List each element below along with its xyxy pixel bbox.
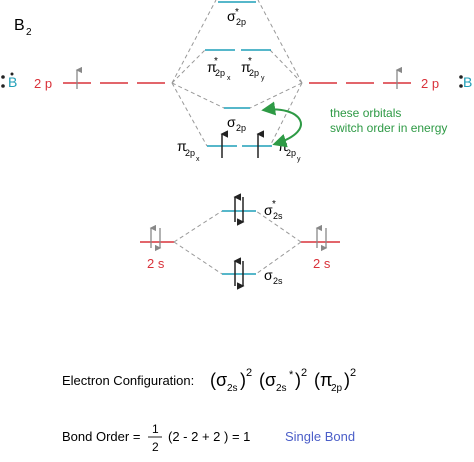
svg-text:2p: 2p: [249, 68, 259, 78]
title-subscript: 2: [26, 27, 32, 38]
electron-config-label: Electron Configuration:: [62, 373, 194, 388]
svg-text:): ): [295, 370, 301, 390]
svg-text:σ: σ: [227, 114, 236, 130]
svg-text:2p: 2p: [236, 17, 246, 27]
label-pi-2p-star-y: π * 2p y: [241, 56, 265, 82]
left-atom: B: [1, 72, 17, 90]
svg-text:2s: 2s: [273, 211, 283, 221]
svg-text:σ: σ: [264, 267, 273, 283]
svg-text:2p: 2p: [236, 123, 246, 133]
svg-text:2p: 2p: [331, 383, 343, 394]
annotation-line1: these orbitals: [330, 106, 401, 120]
svg-text:π: π: [207, 59, 217, 75]
svg-text:σ: σ: [265, 370, 276, 390]
svg-text:π: π: [241, 59, 251, 75]
svg-text:y: y: [261, 75, 265, 82]
switch-order-arrow: [261, 101, 302, 148]
bond-order-expression: (2 - 2 + 2 ) = 1: [168, 429, 250, 444]
svg-text:x: x: [227, 75, 231, 82]
svg-text:π: π: [177, 138, 187, 154]
bond-order: Bond Order = 1 2 (2 - 2 + 2 ) = 1 Single…: [62, 422, 355, 454]
svg-text:2s: 2s: [273, 276, 283, 286]
svg-text:(: (: [259, 370, 265, 390]
svg-text:): ): [240, 370, 246, 390]
svg-text:*: *: [272, 199, 276, 210]
annotation-line2: switch order in energy: [330, 121, 447, 135]
bond-order-denominator: 2: [152, 440, 159, 454]
svg-text:2: 2: [246, 367, 252, 379]
svg-text:): ): [344, 370, 350, 390]
label-sigma-2p: σ 2p: [227, 114, 246, 133]
svg-text:x: x: [196, 156, 200, 163]
correlation-lines-2s: [173, 210, 302, 275]
svg-text:2p: 2p: [286, 148, 296, 158]
right-atom: B: [459, 74, 472, 90]
bond-order-label: Bond Order =: [62, 429, 140, 444]
label-pi-2p-x: π 2p x: [177, 138, 200, 163]
right-atom-symbol: B: [463, 74, 472, 90]
svg-text:2s: 2s: [276, 383, 287, 394]
svg-text:*: *: [289, 369, 294, 381]
svg-text:2: 2: [301, 367, 307, 379]
bond-order-result: Single Bond: [285, 429, 355, 444]
label-2s-left: 2 s: [147, 256, 165, 271]
svg-text:σ: σ: [227, 8, 236, 24]
svg-text:2: 2: [350, 367, 356, 379]
label-pi-2p-star-x: π * 2p x: [207, 56, 231, 82]
svg-text:2p: 2p: [185, 148, 195, 158]
label-2s-right: 2 s: [313, 256, 331, 271]
title-b: B: [14, 17, 25, 34]
label-2p-right: 2 p: [421, 76, 439, 91]
svg-text:σ: σ: [216, 370, 227, 390]
svg-text:*: *: [235, 7, 239, 18]
label-sigma-2s: σ 2s: [264, 267, 283, 286]
label-sigma-2p-star: σ * 2p: [227, 7, 246, 27]
svg-text:2s: 2s: [227, 383, 238, 394]
svg-text:*: *: [248, 56, 252, 67]
left-atom-symbol: B: [8, 74, 17, 90]
svg-text:2p: 2p: [215, 68, 225, 78]
label-sigma-2s-star: σ * 2s: [264, 199, 283, 221]
svg-text:(: (: [210, 370, 216, 390]
electron-configuration: Electron Configuration: ( σ 2s ) 2 ( σ 2…: [62, 367, 356, 394]
svg-text:y: y: [297, 156, 301, 163]
svg-text:σ: σ: [264, 202, 273, 218]
bond-order-numerator: 1: [152, 422, 159, 436]
svg-text:(: (: [314, 370, 320, 390]
label-2p-left: 2 p: [34, 76, 52, 91]
svg-text:*: *: [214, 56, 218, 67]
svg-text:π: π: [320, 370, 332, 390]
